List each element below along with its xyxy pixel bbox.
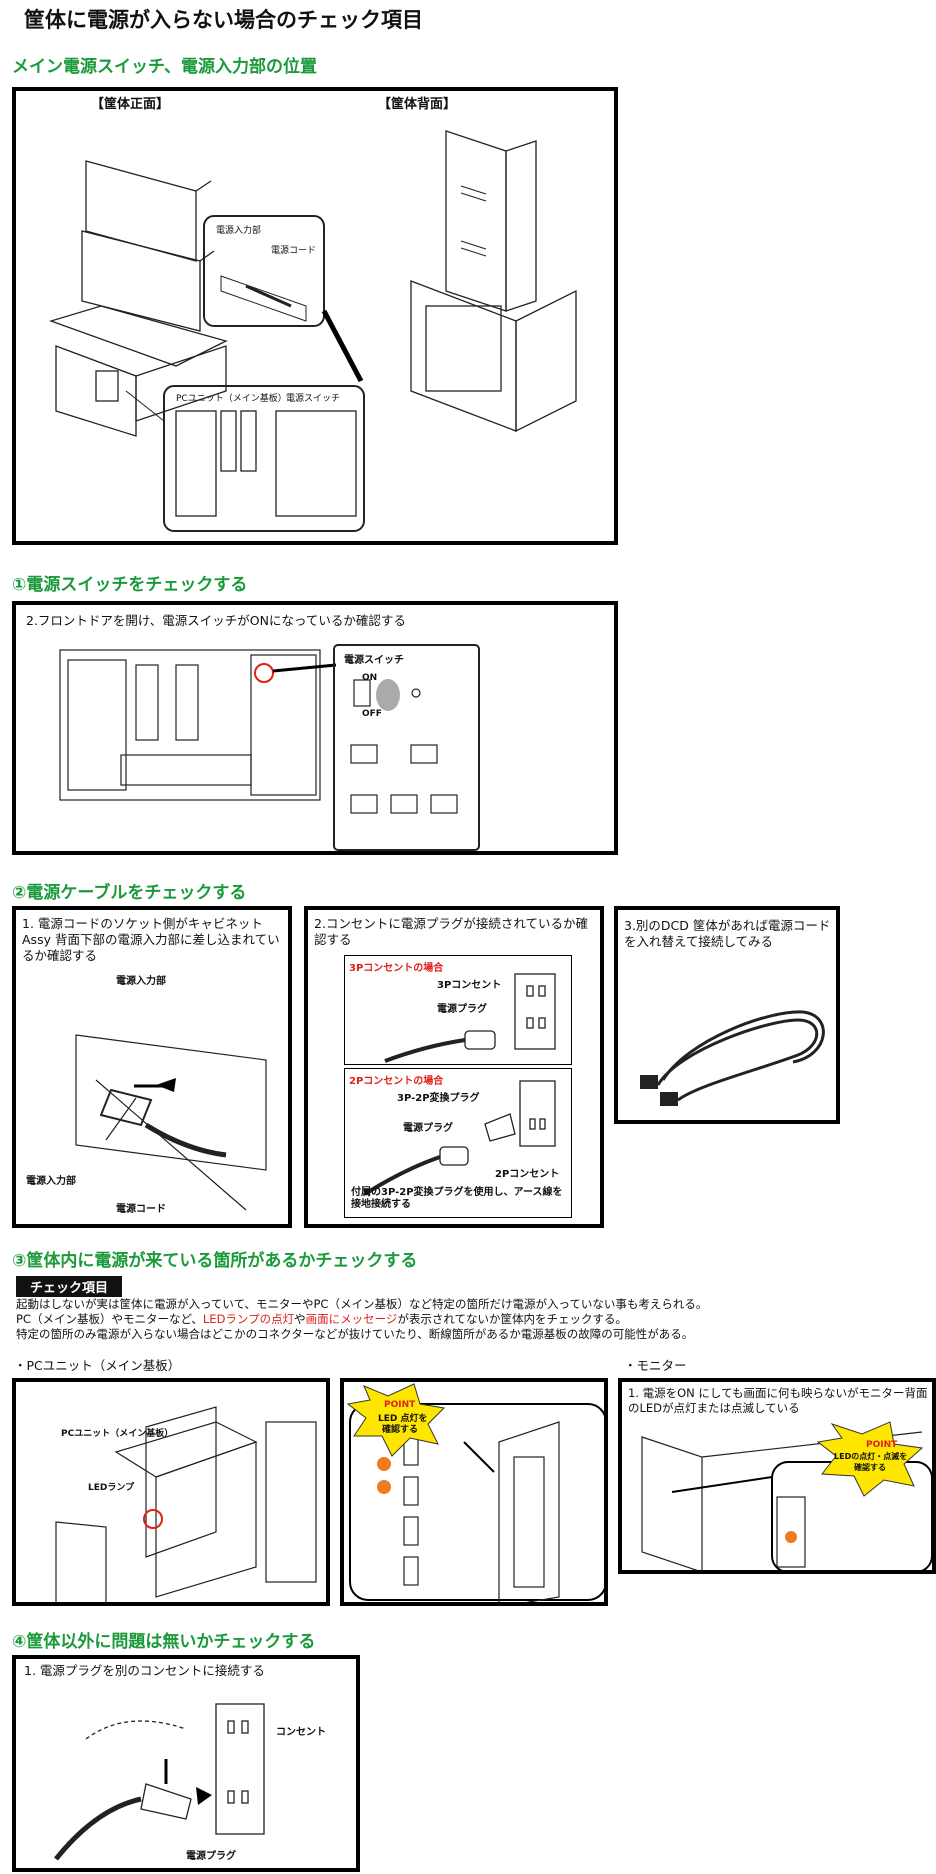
check-items-badge: チェック項目 (16, 1276, 123, 1297)
2p-plug-label: 電源プラグ (403, 1123, 453, 1134)
section-switch-heading: ①電源スイッチをチェックする (12, 575, 248, 595)
internal-line-3: 特定の箇所のみ電源が入らない場合はどこかのコネクターなどが抜けていたり、断線箇所… (16, 1327, 694, 1341)
cable-panel-1-caption: 1. 電源コードのソケット側がキャビネット Assy 背面下部の電源入力部に差し… (22, 916, 280, 963)
pc-unit-label: PCユニット（メイン基板） (176, 394, 287, 404)
panel1-power-input-top: 電源入力部 (116, 976, 166, 987)
section-cable-heading: ②電源ケーブルをチェックする (12, 883, 247, 903)
power-switch-label: 電源スイッチ (286, 394, 341, 404)
cable-panel-2: 2.コンセントに電源プラグが接続されているか確認する 3Pコンセントの場合 3P… (304, 906, 604, 1228)
cable-panel-1: 1. 電源コードのソケット側がキャビネット Assy 背面下部の電源入力部に差し… (12, 906, 292, 1228)
power-cable-illustration (640, 1010, 825, 1106)
cable-panel-3-caption: 3.別のDCD 筐体があれば電源コードを入れ替えて接続してみる (624, 918, 831, 949)
2p-title: 2Pコンセントの場合 (349, 1076, 444, 1087)
cable-panel-3: 3.別のDCD 筐体があれば電源コードを入れ替えて接続してみる (614, 906, 840, 1124)
pc-led-illustration (346, 1383, 604, 1602)
switch-zoom-label: 電源スイッチ (344, 655, 404, 666)
monitor-panel: 1. 電源をON にしても画面に何も映らないがモニター背面のLEDが点灯または点… (618, 1378, 936, 1574)
2p-outlet-illustration (363, 1080, 556, 1196)
monitor-caption: 1. 電源をON にしても画面に何も映らないがモニター背面のLEDが点灯または点… (628, 1386, 928, 1415)
section-location-heading: メイン電源スイッチ、電源入力部の位置 (12, 57, 317, 77)
2p-outlet-box: 2Pコンセントの場合 3P-2P変換プラグ 電源プラグ 2Pコンセント 付属の3… (344, 1068, 572, 1218)
internal-line-2: PC（メイン基板）やモニターなど、LEDランプの点灯や画面にメッセージが表示され… (16, 1312, 628, 1326)
3p-outlet-label: 3Pコンセント (437, 980, 502, 991)
external-panel: 1. 電源プラグを別のコンセントに接続する コンセント 電源プラグ (12, 1655, 360, 1872)
3p-outlet-illustration (384, 973, 556, 1063)
pc-unit-zoom-label: PCユニット（メイン基板） (61, 1429, 174, 1439)
cable-panel-2-caption: 2.コンセントに電源プラグが接続されているか確認する (314, 916, 589, 947)
switch-on-label: ON (362, 673, 378, 683)
point-2-text-b: 確認する (854, 1463, 886, 1472)
panel1-power-cord: 電源コード (116, 1204, 166, 1215)
3p-title: 3Pコンセントの場合 (349, 963, 444, 974)
2p-adapter-label: 3P-2P変換プラグ (397, 1093, 480, 1104)
monitor-heading: ・モニター (624, 1358, 687, 1373)
power-cord-label: 電源コード (271, 246, 317, 256)
section-internal-heading: ③筐体内に電源が来ている箇所があるかチェックする (12, 1251, 418, 1271)
point-1-text-b: 確認する (382, 1425, 419, 1435)
external-plug-label: 電源プラグ (186, 1851, 236, 1862)
pc-unit-panel: PCユニット（メイン基板） LEDランプ (12, 1378, 330, 1606)
3p-outlet-box: 3Pコンセントの場合 3Pコンセント 電源プラグ (344, 955, 572, 1065)
power-input-illustration (75, 1034, 267, 1211)
led-lamp-label: LEDランプ (88, 1483, 135, 1493)
front-label: 【筐体正面】 (91, 97, 170, 112)
power-input-label: 電源入力部 (216, 226, 262, 236)
switch-illustration (59, 644, 480, 851)
page-title: 筐体に電源が入らない場合のチェック項目 (24, 8, 423, 32)
switch-off-label: OFF (362, 709, 382, 719)
panel1-power-input-left: 電源入力部 (26, 1176, 76, 1187)
pc-unit-illustration (55, 1406, 317, 1602)
internal-line-1: 起動はしないが実は筐体に電源が入っていて、モニターやPC（メイン基板）など特定の… (16, 1297, 708, 1311)
external-outlet-label: コンセント (276, 1727, 326, 1738)
switch-panel: 2.フロントドアを開け、電源スイッチがONになっているか確認する 電源スイッチ … (12, 601, 618, 855)
2p-note: 付属の3P-2P変換プラグを使用し、アース線を接地接続する (351, 1187, 563, 1210)
point-2-label: POINT (866, 1440, 898, 1450)
back-label: 【筐体背面】 (378, 97, 457, 112)
cabinet-illustration (48, 130, 577, 532)
point-1-label: POINT (384, 1400, 416, 1410)
monitor-illustration (641, 1421, 932, 1570)
external-caption: 1. 電源プラグを別のコンセントに接続する (24, 1663, 265, 1678)
pc-led-panel: POINT LED 点灯を 確認する (340, 1378, 608, 1606)
section-external-heading: ④筐体以外に問題は無いかチェックする (12, 1632, 316, 1652)
point-1-text-a: LED 点灯を (378, 1414, 428, 1424)
location-panel: 【筐体正面】 【筐体背面】 電源入力部 電源コード PCユニット（メイン基板） … (12, 87, 618, 545)
pc-unit-heading: ・PCユニット（メイン基板） (14, 1358, 181, 1373)
point-2-text-a: LEDの点灯・点滅を (834, 1452, 908, 1461)
2p-outlet-label: 2Pコンセント (495, 1169, 560, 1180)
3p-plug-label: 電源プラグ (437, 1004, 487, 1015)
switch-caption: 2.フロントドアを開け、電源スイッチがONになっているか確認する (26, 613, 406, 628)
outlet-illustration (54, 1703, 265, 1861)
